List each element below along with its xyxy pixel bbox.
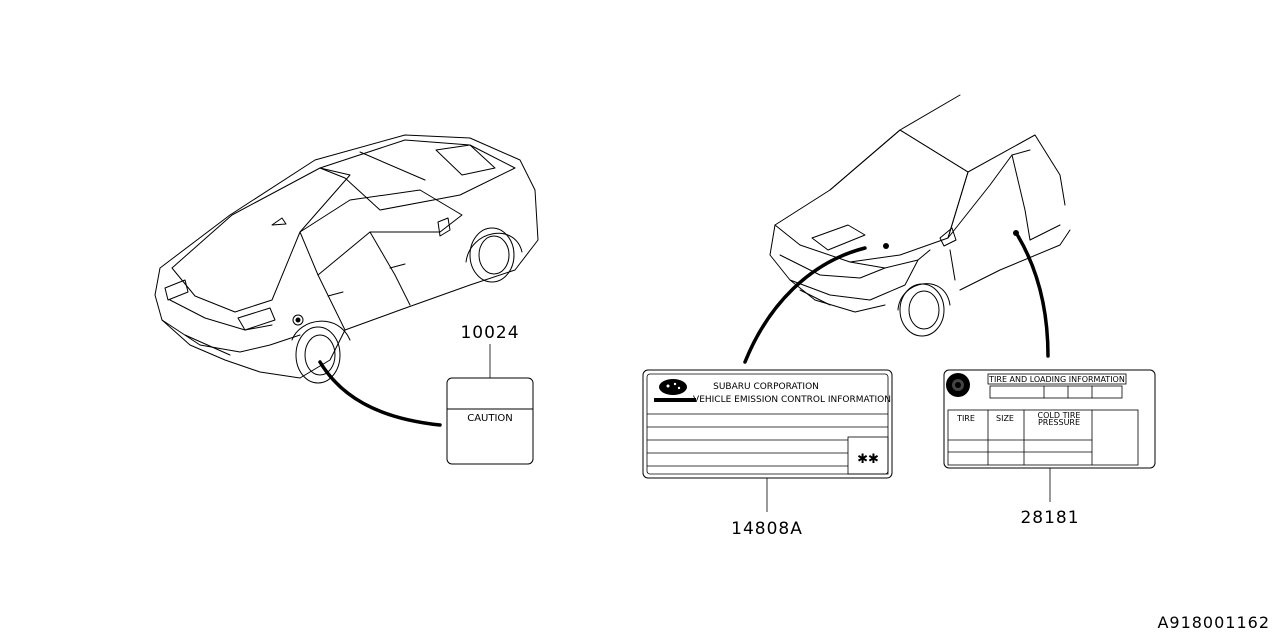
tire-col-tire: TIRE	[956, 414, 975, 423]
emission-label-line1: SUBARU CORPORATION	[713, 382, 819, 392]
callout-14808A: 14808A	[731, 519, 803, 539]
emission-label-mark: ✱✱	[857, 452, 879, 467]
emission-label-line2: VEHICLE EMISSION CONTROL INFORMATION	[693, 395, 891, 405]
subaru-logo-icon	[654, 379, 696, 402]
car-front-view-drawing	[769, 94, 1071, 337]
tire-loading-label: TIRE AND LOADING INFORMATION TIRE SIZE C…	[943, 369, 1156, 469]
leader-line-28181	[1016, 234, 1050, 358]
emission-control-label: SUBARU CORPORATION VEHICLE EMISSION CONT…	[642, 369, 893, 479]
car-rear-view-drawing	[154, 134, 539, 384]
tire-col-cold-1: COLD TIRE	[1038, 411, 1081, 420]
caution-label: CAUTION	[446, 377, 534, 465]
diagram-id: A918001162	[1157, 613, 1270, 632]
leader-line-10024	[318, 360, 442, 427]
callout-28181: 28181	[1020, 508, 1079, 528]
caution-label-text: CAUTION	[467, 413, 513, 424]
callout-10024: 10024	[460, 323, 519, 343]
tire-icon	[946, 373, 970, 397]
tire-col-cold-2: PRESSURE	[1038, 418, 1080, 427]
leader-line-14808A	[743, 246, 867, 364]
tire-col-size: SIZE	[996, 414, 1014, 423]
tire-label-title: TIRE AND LOADING INFORMATION	[988, 375, 1125, 384]
